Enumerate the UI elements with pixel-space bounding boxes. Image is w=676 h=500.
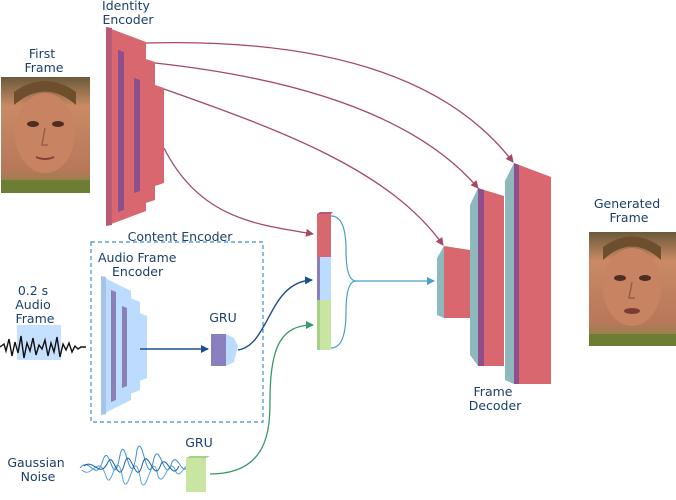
audio-frame-encoder-label: Audio Frame Encoder <box>98 250 180 279</box>
frame-decoder-label: Frame Decoder <box>469 384 522 413</box>
gaussian-noise-label: Gaussian Noise <box>7 455 68 484</box>
first-frame-image <box>1 77 90 193</box>
first-frame-label: First Frame <box>25 46 64 75</box>
latent-vector <box>317 212 333 350</box>
gaussian-noise-wave <box>79 445 191 486</box>
audio-frame-encoder <box>101 276 147 415</box>
identity-encoder <box>106 27 164 226</box>
audio-waveform <box>0 335 86 359</box>
gru-audio-to-latent-arrow <box>237 276 313 351</box>
gru-audio-label: GRU <box>209 310 237 325</box>
skip-connection-1 <box>145 41 514 163</box>
skip-connection-2 <box>154 62 479 189</box>
audio-input-label: 0.2 s Audio Frame <box>15 283 55 326</box>
gru-audio-block <box>211 334 238 366</box>
content-encoder-box <box>90 241 264 423</box>
gru-noise-block <box>186 456 210 492</box>
identity-encoder-label: Identity Encoder <box>102 0 154 27</box>
generated-frame-label: Generated Frame <box>594 196 664 225</box>
gru-noise-label: GRU <box>185 435 213 450</box>
generated-frame-image <box>589 232 676 346</box>
skip-connection-3 <box>163 88 444 246</box>
frame-decoder <box>437 163 551 384</box>
fusion-brace <box>330 215 357 349</box>
gru-noise-to-latent-arrow <box>209 321 314 475</box>
content-encoder-label: Content Encoder <box>128 229 234 244</box>
identity-to-latent-arrow <box>163 147 314 237</box>
